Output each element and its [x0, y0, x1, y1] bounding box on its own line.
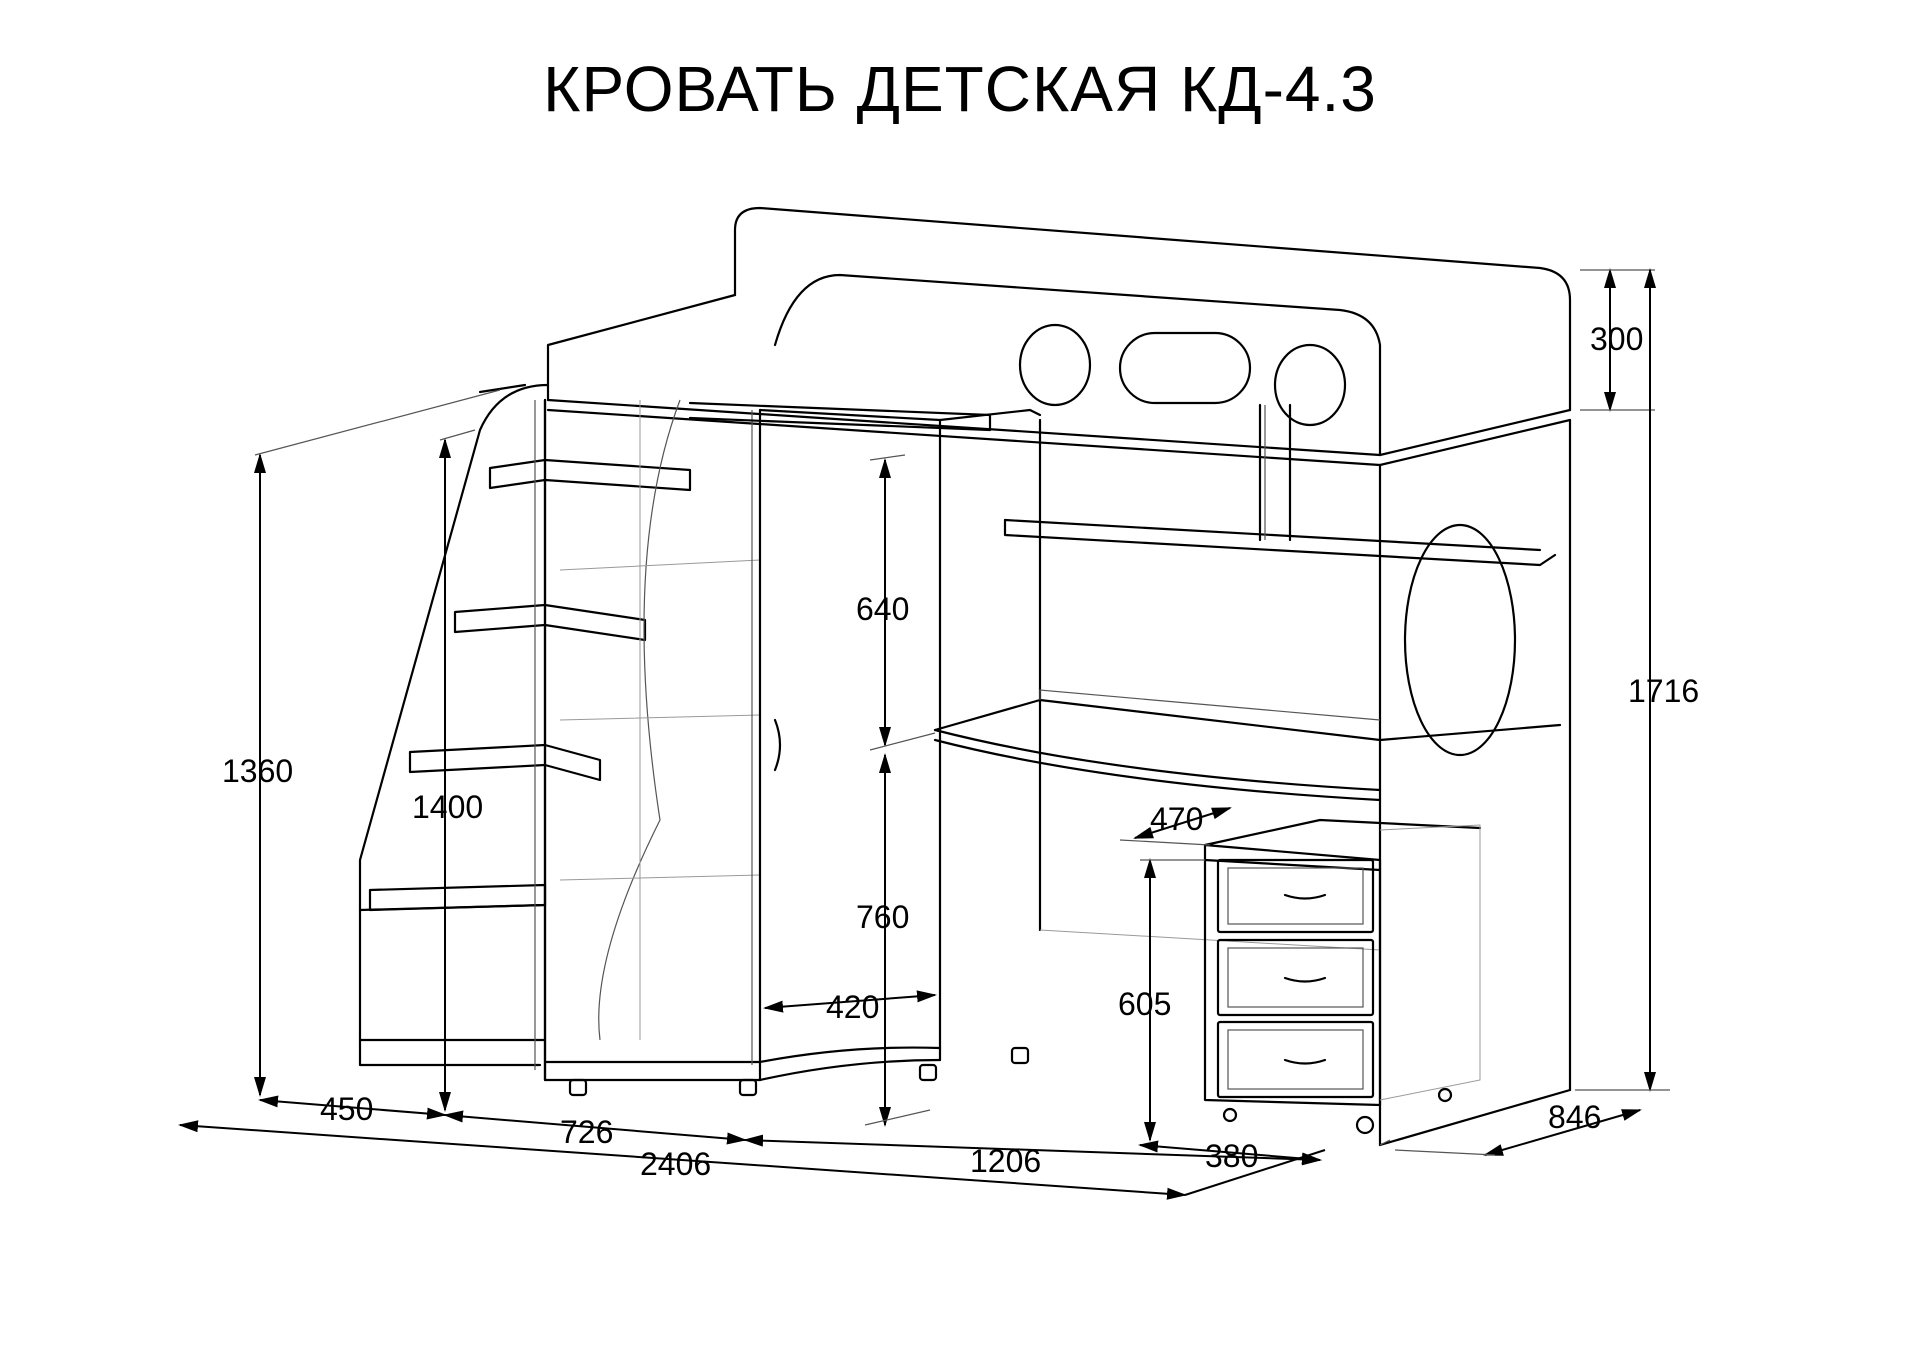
dim-846: 846 — [1548, 1099, 1601, 1135]
wardrobe — [543, 398, 1042, 1097]
dim-1400: 1400 — [412, 789, 483, 825]
dim-760: 760 — [856, 899, 909, 935]
dim-605: 605 — [1118, 986, 1171, 1022]
dimension-lines — [178, 268, 1670, 1200]
dim-300: 300 — [1590, 321, 1643, 357]
dim-470: 470 — [1150, 801, 1203, 837]
stairs — [358, 383, 761, 1082]
dim-640: 640 — [856, 591, 909, 627]
dimension-labels: 300 1716 1360 1400 640 760 420 470 605 3… — [222, 321, 1699, 1182]
dim-1716: 1716 — [1628, 673, 1699, 709]
drawing-title: КРОВАТЬ ДЕТСКАЯ КД-4.3 — [543, 53, 1377, 125]
dim-726: 726 — [560, 1114, 613, 1150]
dim-1360: 1360 — [222, 753, 293, 789]
dim-1206: 1206 — [970, 1143, 1041, 1179]
dim-2406: 2406 — [640, 1146, 711, 1182]
dim-450: 450 — [320, 1091, 373, 1127]
bed-frame — [546, 206, 1572, 1147]
dim-420: 420 — [826, 989, 879, 1025]
dim-380: 380 — [1205, 1138, 1258, 1174]
drawer-unit — [1203, 818, 1482, 1135]
